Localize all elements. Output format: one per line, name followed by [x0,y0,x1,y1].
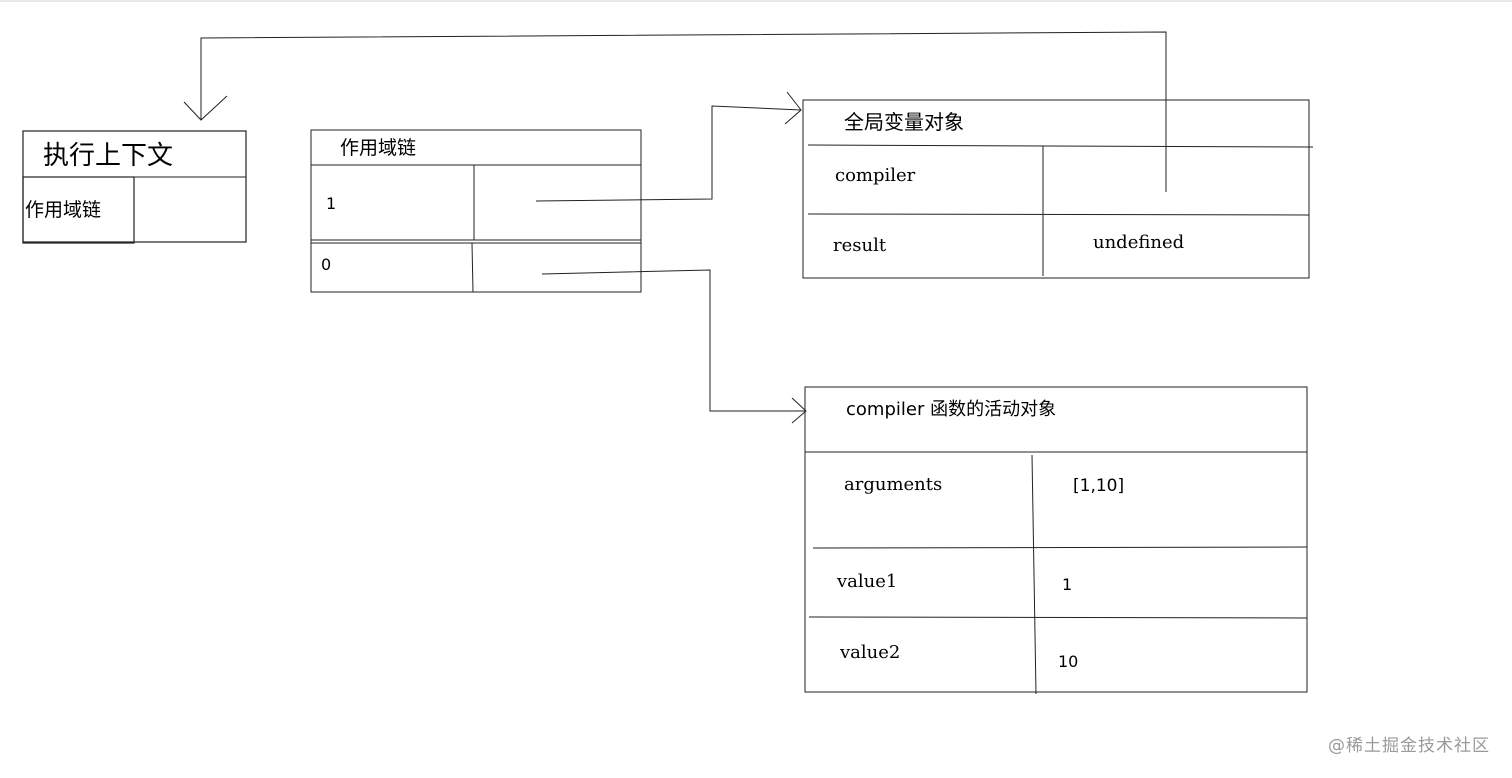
activation-object-frame [804,386,1308,693]
global-object-title: 全局变量对象 [844,110,964,134]
activation-row-value2-value: 10 [1058,652,1078,671]
scope-chain-title: 作用域链 [340,137,416,159]
arrowhead-activation-object [791,397,807,424]
scope-chain-frame [310,129,642,293]
watermark: @稀土掘金技术社区 [1328,736,1490,756]
global-object-row-result-name: result [833,235,887,256]
activation-object-col-divider [1031,454,1037,695]
activation-row-value1-value: 1 [1062,575,1072,594]
arrowhead-execution-context [183,95,228,121]
activation-row-value2-name: value2 [839,642,900,663]
scope-chain-index-1: 1 [326,194,336,213]
activation-object-title: compiler 函数的活动对象 [846,399,1056,420]
activation-row-value1-name: value1 [836,571,897,592]
global-object-row-compiler-name: compiler [835,165,916,186]
global-object-frame [802,99,1310,279]
global-object-row-result-value: undefined [1093,232,1184,253]
scope-chain-col-divider-2 [471,242,474,293]
activation-row-arguments-name: arguments [844,474,942,495]
scope-chain-index-0: 0 [321,255,331,274]
global-object-row-divider [807,213,1310,216]
global-variable-object-box: 全局变量对象 compiler result undefined [802,99,1314,279]
global-object-header-divider [807,144,1314,148]
execution-context-title: 执行上下文 [43,141,173,171]
connectors [183,31,1167,424]
execution-context-scope-label: 作用域链 [25,199,101,221]
compiler-activation-object-box: compiler 函数的活动对象 arguments [1,10] value1… [804,386,1308,695]
execution-context-scope-cell [22,176,135,244]
connector-scope-1-to-global-object [535,105,802,202]
arrowhead-global-object [784,91,802,125]
connector-scope-0-to-activation-object [541,269,805,412]
execution-context-box: 执行上下文 作用域链 [22,130,247,244]
scope-chain-box: 作用域链 1 0 [310,129,642,293]
activation-row-arguments-value: [1,10] [1073,476,1124,496]
connector-compiler-to-execution-context [200,31,1167,192]
activation-object-row-divider-2 [808,616,1308,619]
activation-object-row-divider-1 [812,546,1308,549]
